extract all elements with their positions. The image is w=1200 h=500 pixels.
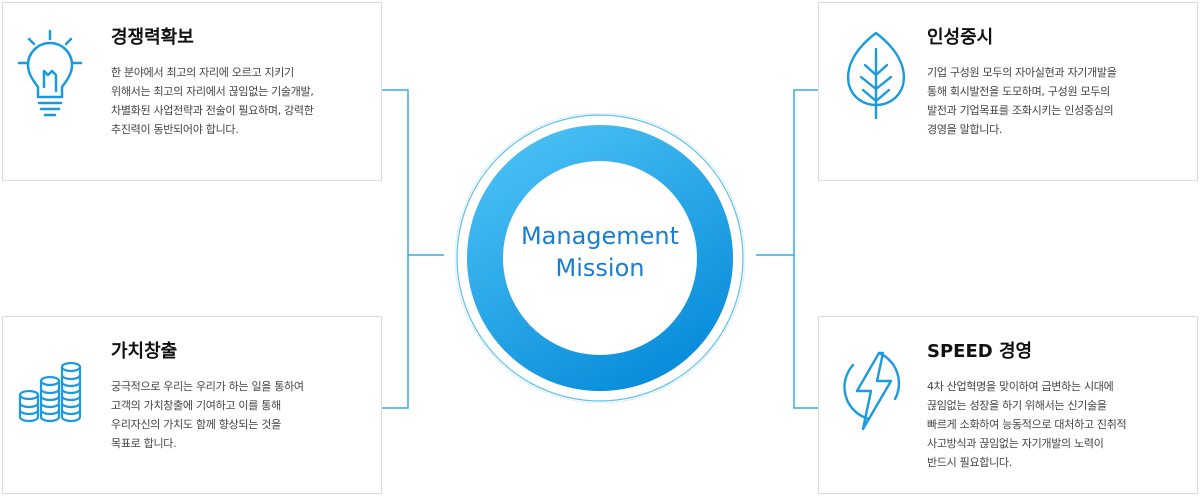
card-description: 4차 산업혁명을 맞이하여 급변하는 시대에 끊임없는 성장을 하기 위해서는 … xyxy=(927,380,1127,469)
card-value-creation: 가치창출 궁극적으로 우리는 우리가 하는 일을 통하여 고객의 가치창출에 기… xyxy=(2,316,382,494)
card-competitiveness: 경쟁력확보 한 분야에서 최고의 자리에 오르고 지키기 위해서는 최고의 자리… xyxy=(2,2,382,181)
coin-stack-icon xyxy=(18,361,82,423)
mission-ring xyxy=(454,113,746,403)
card-title: 경쟁력확보 xyxy=(111,27,194,48)
card-description: 궁극적으로 우리는 우리가 하는 일을 통하여 고객의 가치창출에 기여하고 이… xyxy=(111,380,304,450)
card-speed-management: SPEED 경영 4차 산업혁명을 맞이하여 급변하는 시대에 끊임없는 성장을… xyxy=(818,316,1198,494)
card-title: 인성중시 xyxy=(927,27,994,48)
mission-title-line1: Management xyxy=(520,222,680,250)
mission-title-line2: Mission xyxy=(555,254,645,282)
leaf-icon xyxy=(846,31,906,119)
card-humanity: 인성중시 기업 구성원 모두의 자아실현과 자기개발을 통해 회시발전을 도모하… xyxy=(818,2,1198,181)
lightbulb-icon xyxy=(17,29,83,117)
lightning-icon xyxy=(843,351,901,431)
card-title: 가치창출 xyxy=(111,341,178,362)
card-description: 한 분야에서 최고의 자리에 오르고 지키기 위해서는 최고의 자리에서 끊임없… xyxy=(111,66,314,136)
mission-title: Management Mission xyxy=(440,220,760,284)
card-title: SPEED 경영 xyxy=(927,341,1033,362)
card-description: 기업 구성원 모두의 자아실현과 자기개발을 통해 회시발전을 도모하며, 구성… xyxy=(927,66,1117,136)
